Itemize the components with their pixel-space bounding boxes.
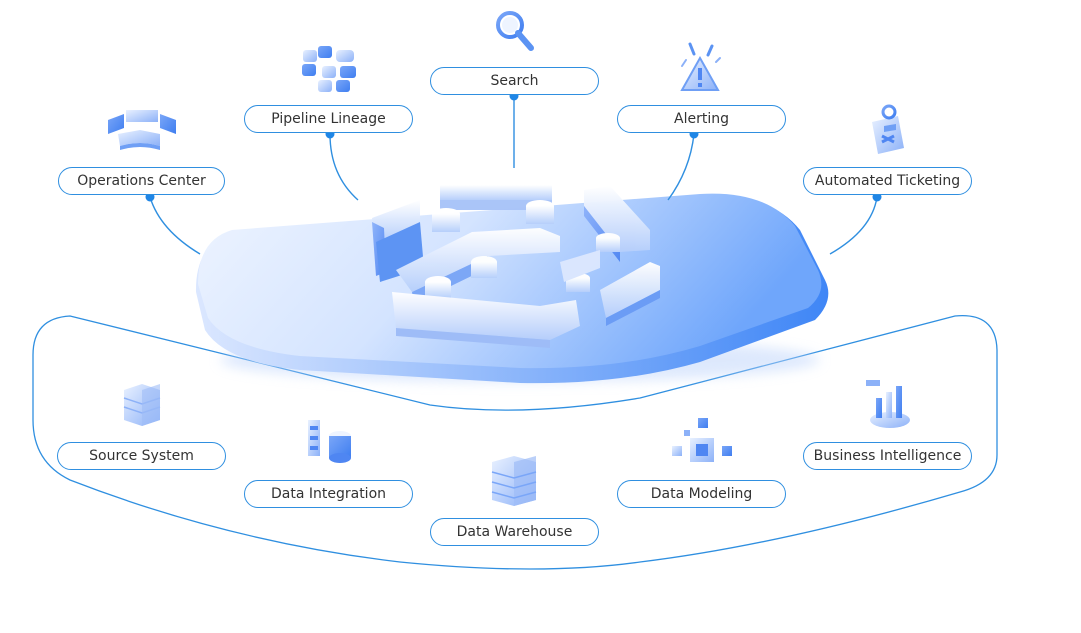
label-operations-center: Operations Center — [58, 167, 225, 195]
operations-center-icon — [108, 110, 176, 150]
platform-top — [198, 193, 822, 369]
search-icon — [496, 11, 534, 51]
alerting-icon — [680, 42, 721, 91]
top-connectors — [149, 96, 878, 255]
platform-maze — [372, 185, 660, 348]
data-stack-boundary — [32, 314, 998, 570]
data-warehouse-icon — [491, 456, 537, 506]
label-business-intelligence: Business Intelligence — [803, 442, 972, 470]
label-alerting: Alerting — [617, 105, 786, 133]
business-intelligence-icon — [866, 380, 910, 428]
source-system-icon — [123, 384, 161, 426]
label-data-integration: Data Integration — [244, 480, 413, 508]
data-modeling-icon — [672, 418, 732, 462]
label-automated-ticketing: Automated Ticketing — [803, 167, 972, 195]
label-data-warehouse: Data Warehouse — [430, 518, 599, 546]
label-search: Search — [430, 67, 599, 95]
label-data-modeling: Data Modeling — [617, 480, 786, 508]
pipeline-lineage-icon — [302, 46, 356, 92]
data-integration-icon — [308, 420, 351, 463]
label-pipeline-lineage: Pipeline Lineage — [244, 105, 413, 133]
label-source-system: Source System — [57, 442, 226, 470]
automated-ticketing-icon — [872, 104, 904, 154]
